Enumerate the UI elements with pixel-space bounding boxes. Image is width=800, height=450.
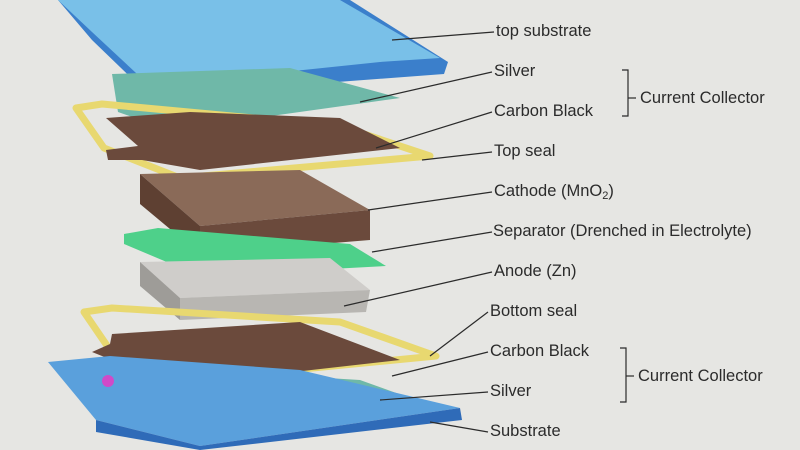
label-bottom-seal: Bottom seal <box>490 302 578 320</box>
cathode-subscript: 2 <box>602 190 609 202</box>
label-current-collector-top: Current Collector <box>640 89 765 107</box>
top-seal-layer <box>72 100 434 182</box>
label-top-seal: Top seal <box>494 142 556 160</box>
cathode-suffix: ) <box>608 182 614 200</box>
cathode-text: Cathode (MnO <box>494 182 603 200</box>
label-substrate: Substrate <box>490 422 561 440</box>
label-silver-top: Silver <box>494 62 536 80</box>
leader-lines <box>343 31 636 433</box>
label-cathode: Cathode (MnO2) <box>494 181 614 202</box>
substrate-layer <box>48 356 462 450</box>
label-current-collector-bottom: Current Collector <box>638 367 763 385</box>
carbon-black-top-layer <box>106 112 400 170</box>
label-silver-bottom: Silver <box>490 382 532 400</box>
label-top-substrate: top substrate <box>496 22 592 40</box>
top-substrate-layer <box>58 0 448 96</box>
label-carbon-black-bottom: Carbon Black <box>490 342 590 360</box>
label-anode: Anode (Zn) <box>494 262 577 280</box>
label-carbon-black-top: Carbon Black <box>494 102 594 120</box>
marker-dot <box>102 375 114 387</box>
label-separator: Separator (Drenched in Electrolyte) <box>493 222 752 240</box>
